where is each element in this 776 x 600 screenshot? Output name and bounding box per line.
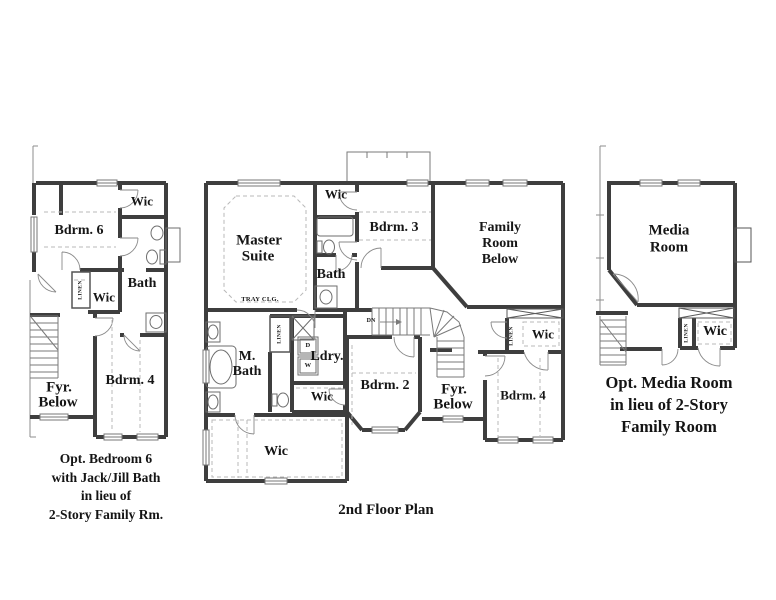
room-label-fyr-left-1: Fyr. (46, 379, 72, 396)
room-label-mbath-2: Bath (232, 364, 262, 379)
left-plan (29, 145, 181, 441)
room-label-mbath-1: M. (238, 349, 256, 364)
door-arcs (234, 191, 549, 435)
room-label-bdrm3: Bdrm. 3 (369, 220, 419, 235)
room-label-wic-top-left: Wic (130, 193, 154, 209)
center-plan-walls (204, 181, 565, 483)
door-arcs (612, 273, 721, 367)
left-plan-walls (30, 181, 168, 439)
room-label-linen-center-a: LINEN (276, 324, 283, 344)
shower-icon (291, 315, 315, 341)
sink-icon (319, 289, 333, 305)
room-label-bath-left: Bath (127, 276, 157, 291)
washer-dryer (297, 336, 319, 376)
room-label-wic-large: Wic (264, 444, 288, 459)
room-label-family-3: Below (481, 252, 519, 267)
room-label-fyr-center-2: Below (433, 396, 473, 413)
room-label-fyr-left-2: Below (38, 394, 78, 411)
room-label-master-2: Suite (241, 248, 275, 265)
right-plan-walls (596, 181, 737, 351)
room-label-bdrm4-left: Bdrm. 4 (105, 373, 155, 388)
room-label-bdrm2: Bdrm. 2 (360, 378, 410, 393)
dashed-lines (697, 321, 732, 345)
door-arcs (37, 189, 141, 352)
room-label-linen-rightplan: LINEN (683, 323, 690, 343)
bathtub-icon (316, 216, 354, 237)
room-label-media-2: Room (649, 239, 689, 256)
room-label-wic-rightplan: Wic (703, 324, 727, 339)
windows (639, 179, 701, 187)
right-plan (596, 145, 752, 367)
room-label-bdrm6: Bdrm. 6 (54, 223, 104, 238)
center-plan-caption: 2nd Floor Plan (338, 502, 434, 518)
garden-tub-icon (205, 345, 237, 389)
bath-fixtures (145, 225, 181, 333)
room-label-ldry: Ldry. (310, 349, 344, 364)
toilet-icon (146, 249, 158, 265)
right-plan-caption: Opt. Media Room in lieu of 2-Story Famil… (605, 373, 733, 436)
room-label-family-2: Room (482, 236, 518, 251)
room-label-wic-top-center: Wic (324, 186, 348, 202)
dashed-lines (44, 211, 141, 432)
center-plan (202, 151, 565, 485)
room-label-wic-mid-left: Wic (92, 289, 116, 305)
hatch-band (678, 307, 735, 319)
room-label-master-1: Master (236, 232, 282, 249)
stairs-label-dn: DN (366, 318, 376, 324)
room-label-linen-center-b: LINEN (508, 326, 515, 346)
stairs (30, 315, 59, 379)
toilet-icon (323, 239, 335, 255)
bath-fixtures (205, 216, 354, 413)
room-label-family-1: Family (479, 220, 521, 235)
room-label-wic-small: Wic (310, 388, 334, 404)
stairs (371, 307, 465, 378)
room-label-bath-center: Bath (316, 267, 346, 282)
room-label-media-1: Media (648, 222, 690, 239)
room-label-linen-left: LINEN (77, 280, 84, 300)
room-label-fyr-center-1: Fyr. (441, 381, 467, 398)
hatch-band (506, 308, 564, 319)
left-plan-caption: Opt. Bedroom 6 with Jack/Jill Bath in li… (48, 451, 164, 522)
stairs (599, 316, 627, 366)
appliance-label-washer: W (304, 361, 312, 369)
appliance-label-dryer: D (305, 341, 311, 349)
windows (30, 179, 159, 441)
dashed-lines (211, 195, 560, 478)
sink-icon (149, 315, 163, 329)
room-label-wic-right: Wic (531, 326, 555, 342)
room-label-bdrm4-center: Bdrm. 4 (500, 387, 546, 403)
down-arrow-icon (396, 319, 402, 325)
room-label-tray-clg: TRAY CLG. (241, 295, 279, 303)
